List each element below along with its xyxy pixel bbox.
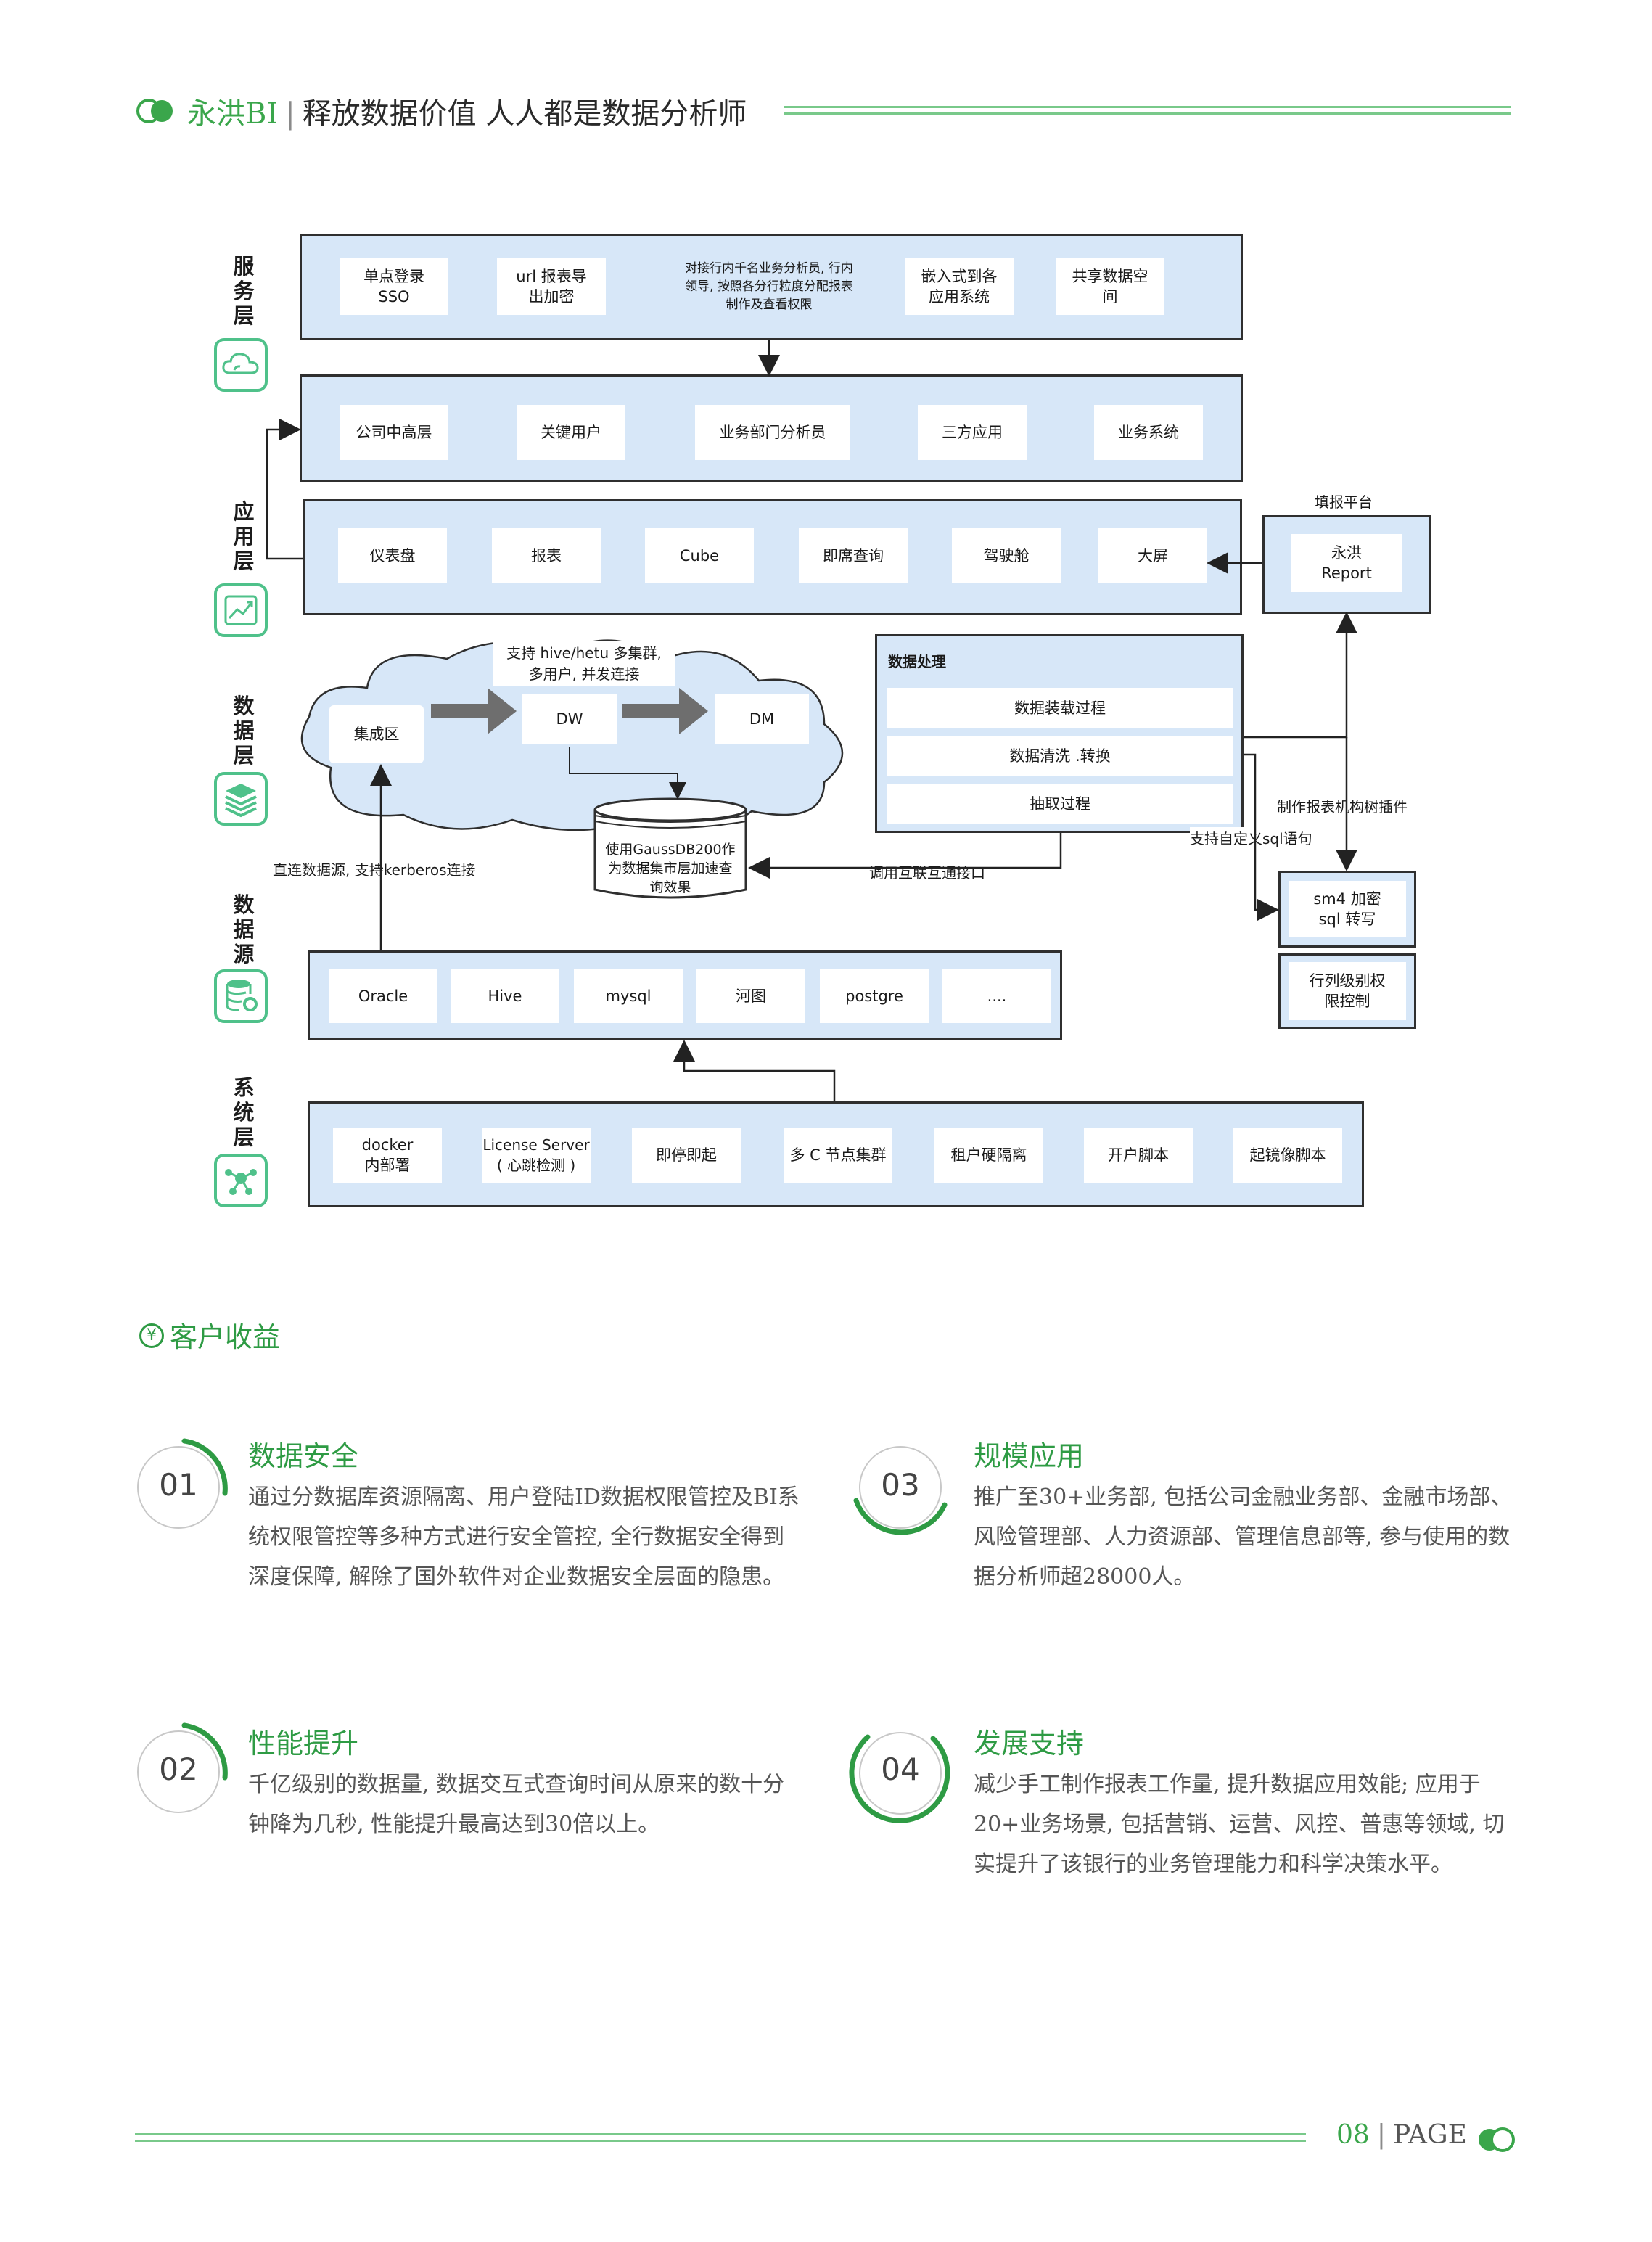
service-layer-band bbox=[300, 234, 1243, 340]
processing-extraction: 抽取过程 bbox=[887, 784, 1233, 824]
plugin-note: 制作报表机构树插件 bbox=[1277, 798, 1408, 816]
benefit-number-01: 01 bbox=[159, 1467, 198, 1503]
integration-zone: 集成区 bbox=[329, 705, 424, 763]
application-band bbox=[303, 499, 1242, 615]
user-item-business-systems: 业务系统 bbox=[1094, 405, 1203, 460]
benefits-title-icon: ¥ bbox=[139, 1323, 164, 1348]
app-item-cockpit: 驾驶舱 bbox=[952, 528, 1061, 583]
app-item-adhoc-query: 即席查询 bbox=[799, 528, 908, 583]
diagram-connectors bbox=[266, 340, 1357, 1101]
user-item-analysts: 业务部门分析员 bbox=[695, 405, 850, 460]
gaussdb-note: 使用GaussDB200作 为数据集市层加速查 询效果 bbox=[605, 842, 736, 895]
service-item-url-export: url 报表导 出加密 bbox=[497, 258, 606, 315]
header-separator: | bbox=[285, 97, 295, 131]
footer-page-number: 08 bbox=[1336, 2120, 1370, 2150]
benefit-title-03: 规模应用 bbox=[974, 1440, 1085, 1472]
service-item-shared-space: 共享数据空 间 bbox=[1056, 258, 1164, 315]
system-docker: docker 内部署 bbox=[333, 1128, 442, 1183]
row-col-permission-box: 行列级别权 限控制 bbox=[1289, 962, 1406, 1020]
flow-arrow-icon bbox=[431, 688, 517, 734]
source-hetu: 河图 bbox=[696, 969, 805, 1023]
header-slogan: 释放数据价值 人人都是数据分析师 bbox=[302, 97, 747, 131]
number-ring-icon bbox=[853, 1446, 948, 1535]
layer-label-application: 应 用 层 bbox=[233, 499, 255, 573]
benefit-body-04: 减少手工制作报表工作量, 提升数据应用效能; 应用于20+业务场景, 包括营销、… bbox=[974, 1772, 1505, 1877]
data-processing-title: 数据处理 bbox=[888, 653, 946, 670]
source-hive: Hive bbox=[451, 969, 559, 1023]
layer-label-data: 数 据 层 bbox=[233, 694, 255, 768]
number-ring-icon bbox=[849, 1732, 950, 1823]
benefit-body-01: 通过分数据库资源隔离、用户登陆ID数据权限管控及BI系统权限管控等多种方式进行安… bbox=[248, 1485, 800, 1590]
flow-arrow-icon bbox=[622, 688, 708, 734]
layer-label-service: 服 务 层 bbox=[233, 254, 255, 328]
header-rule bbox=[784, 106, 1511, 115]
benefit-title-02: 性能提升 bbox=[248, 1728, 359, 1759]
benefits-title: 客户收益 bbox=[170, 1321, 281, 1353]
processing-cleansing: 数据清洗 .转换 bbox=[887, 736, 1233, 776]
user-item-key-users: 关键用户 bbox=[517, 405, 625, 460]
footer-rule bbox=[135, 2133, 1306, 2142]
dw-box: DW bbox=[522, 694, 617, 744]
benefit-number-03: 03 bbox=[881, 1467, 920, 1503]
source-postgre: postgre bbox=[820, 969, 929, 1023]
service-item-permissions: 对接行内千名业务分析员, 行内 领导, 按照各分行粒度分配报表 制作及查看权限 bbox=[685, 260, 853, 312]
trend-chart-icon bbox=[214, 583, 268, 637]
system-image-script: 起镜像脚本 bbox=[1233, 1128, 1342, 1183]
system-instant-start: 即停即起 bbox=[632, 1128, 741, 1183]
database-settings-icon bbox=[214, 969, 268, 1023]
system-multi-node: 多 C 节点集群 bbox=[784, 1128, 892, 1183]
sm4-encryption-box: sm4 加密 sql 转写 bbox=[1289, 881, 1406, 937]
service-item-sso: 单点登录 SSO bbox=[340, 258, 448, 315]
footer-separator: | bbox=[1376, 2120, 1386, 2150]
benefit-title-04: 发展支持 bbox=[974, 1728, 1085, 1759]
fill-platform-label: 填报平台 bbox=[1315, 493, 1373, 511]
layer-label-system: 系 统 层 bbox=[233, 1075, 255, 1149]
source-more: .... bbox=[942, 969, 1051, 1023]
system-tenant-isolation: 租户硬隔离 bbox=[934, 1128, 1043, 1183]
network-nodes-icon bbox=[214, 1154, 268, 1207]
benefit-title-01: 数据安全 bbox=[248, 1440, 359, 1472]
custom-sql-note: 支持自定义sql语句 bbox=[1190, 827, 1312, 848]
dm-box: DM bbox=[715, 694, 809, 744]
header-logo-icon bbox=[135, 97, 176, 128]
system-account-script: 开户脚本 bbox=[1084, 1128, 1193, 1183]
benefit-number-04: 04 bbox=[881, 1752, 920, 1787]
yonghong-report-box: 永洪 Report bbox=[1291, 534, 1402, 592]
database-stack-icon bbox=[214, 772, 268, 826]
gaussdb-cylinder bbox=[593, 797, 747, 899]
header-title: 永洪BI|释放数据价值 人人都是数据分析师 bbox=[187, 90, 747, 132]
user-item-third-party: 三方应用 bbox=[918, 405, 1027, 460]
benefit-body-03: 推广至30+业务部, 包括公司金融业务部、金融市场部、风险管理部、人力资源部、管… bbox=[974, 1485, 1513, 1590]
architecture-diagram: 服 务 层 应 用 层 数 据 层 数 据 源 系 统 层 单点登录 SSO u… bbox=[214, 234, 1431, 1207]
cloud-note: 支持 hive/hetu 多集群, 多用户, 并发连接 bbox=[493, 641, 675, 686]
layer-label-source: 数 据 源 bbox=[233, 892, 255, 966]
app-item-cube: Cube bbox=[645, 528, 754, 583]
footer-logo-icon bbox=[1476, 2126, 1516, 2156]
user-item-senior-management: 公司中高层 bbox=[340, 405, 448, 460]
source-mysql: mysql bbox=[574, 969, 683, 1023]
header-brand: 永洪BI bbox=[187, 97, 279, 131]
cloud-icon bbox=[214, 338, 268, 392]
app-item-big-screen: 大屏 bbox=[1098, 528, 1207, 583]
source-oracle: Oracle bbox=[329, 969, 437, 1023]
system-license-server: License Server ( 心跳检测 ) bbox=[482, 1128, 591, 1183]
app-item-report: 报表 bbox=[492, 528, 601, 583]
direct-connect-note: 直连数据源, 支持kerberos连接 bbox=[273, 861, 476, 879]
number-ring-icon bbox=[137, 1438, 228, 1529]
footer-page: 08|PAGE bbox=[1336, 2120, 1467, 2150]
number-ring-icon bbox=[137, 1722, 228, 1813]
service-item-embedded: 嵌入式到各 应用系统 bbox=[905, 258, 1014, 315]
processing-loading: 数据装载过程 bbox=[887, 688, 1233, 728]
benefit-body-02: 千亿级别的数据量, 数据交互式查询时间从原来的数十分钟降为几秒, 性能提升最高达… bbox=[248, 1772, 785, 1837]
benefit-number-02: 02 bbox=[159, 1752, 198, 1787]
footer-page-label: PAGE bbox=[1392, 2120, 1467, 2150]
app-item-dashboard: 仪表盘 bbox=[338, 528, 447, 583]
